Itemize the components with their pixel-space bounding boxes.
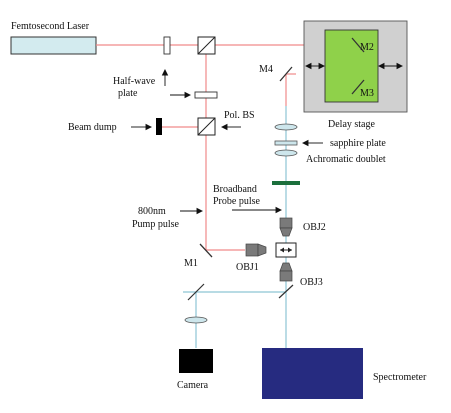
camera-pickoff-mirror <box>278 284 294 299</box>
objective-obj2 <box>279 217 293 237</box>
label-beam-dump: Beam dump <box>68 122 117 133</box>
label-m4: M4 <box>259 64 273 75</box>
label-pump-2: Pump pulse <box>132 219 180 230</box>
half-wave-plate-arrows <box>161 68 192 99</box>
label-broadband-2: Probe pulse <box>213 196 261 207</box>
sapphire-plate <box>274 140 298 146</box>
label-sapphire-plate: sapphire plate <box>330 138 386 149</box>
label-half-wave-plate-1: Half-wave <box>113 76 156 87</box>
label-obj1: OBJ1 <box>236 262 259 273</box>
pump-pulse-arrow <box>180 207 204 215</box>
label-obj3: OBJ3 <box>300 277 323 288</box>
camera-fold-mirror <box>187 283 205 301</box>
objective-obj3 <box>279 262 293 282</box>
label-m2: M2 <box>360 42 374 53</box>
delay-stage-arrows <box>304 62 404 70</box>
half-wave-plate-main <box>163 36 171 55</box>
beam-dump <box>156 118 162 135</box>
label-half-wave-plate-2: plate <box>118 88 138 99</box>
label-camera: Camera <box>177 380 209 391</box>
label-delay-stage: Delay stage <box>328 119 375 130</box>
achromatic-doublet-lens <box>274 149 298 157</box>
mirror-m3 <box>351 79 365 95</box>
probe-pulse-arrow <box>232 206 283 214</box>
broadband-filter <box>272 181 300 185</box>
polarizing-beam-splitter <box>197 117 216 136</box>
label-pump-1: 800nm <box>138 206 166 217</box>
label-m3: M3 <box>360 88 374 99</box>
objective-obj1 <box>245 243 267 257</box>
mirror-m4 <box>279 66 293 82</box>
label-femtosecond-laser: Femtosecond Laser <box>11 21 90 32</box>
label-spectrometer: Spectrometer <box>373 372 427 383</box>
camera-lens <box>184 316 208 324</box>
label-obj2: OBJ2 <box>303 222 326 233</box>
sapphire-plate-arrow <box>301 139 323 147</box>
femtosecond-laser <box>10 36 97 55</box>
label-pol-bs: Pol. BS <box>224 110 255 121</box>
label-achromatic-doublet: Achromatic doublet <box>306 154 386 165</box>
label-broadband-1: Broadband <box>213 184 257 195</box>
mirror-m2 <box>351 37 365 53</box>
spectrometer <box>262 348 363 399</box>
mirror-m1 <box>199 243 213 258</box>
sapphire-plate-lens <box>274 123 298 131</box>
sample-cell <box>275 242 297 258</box>
beam-splitter-top <box>197 36 216 55</box>
camera <box>179 349 213 373</box>
half-wave-plate <box>194 91 218 99</box>
beam-dump-arrow <box>131 123 153 131</box>
probe-beam-path <box>183 106 287 348</box>
pol-bs-arrow <box>220 123 241 131</box>
label-m1: M1 <box>184 258 198 269</box>
